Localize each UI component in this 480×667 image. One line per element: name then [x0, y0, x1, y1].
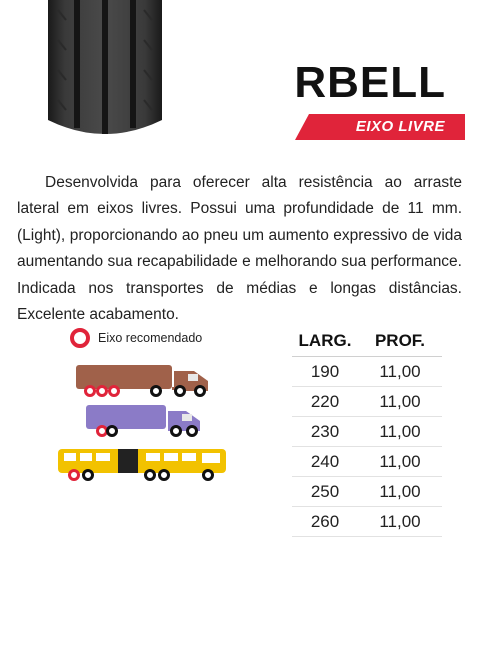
- tire-tread-image: [48, 0, 162, 134]
- table-row: 190 11,00: [292, 356, 442, 387]
- width-cell: 240: [292, 446, 358, 477]
- width-header: LARG.: [292, 326, 358, 357]
- depth-cell: 11,00: [358, 416, 442, 447]
- depth-header: PROF.: [358, 326, 442, 357]
- table-row: 220 11,00: [292, 386, 442, 417]
- legend: Eixo recomendado: [70, 328, 202, 348]
- product-title: RBELL: [294, 58, 446, 107]
- width-cell: 250: [292, 476, 358, 507]
- table-header-row: LARG. PROF.: [292, 326, 442, 357]
- banner-shape: [295, 114, 465, 140]
- depth-cell: 11,00: [358, 356, 442, 387]
- table-row: 260 11,00: [292, 506, 442, 537]
- truck-brown-icon: [76, 365, 208, 397]
- product-description: Desenvolvida para oferecer alta resistên…: [17, 173, 462, 324]
- depth-cell: 11,00: [358, 506, 442, 537]
- table-row: 230 11,00: [292, 416, 442, 447]
- legend-label: Eixo recomendado: [98, 331, 203, 345]
- width-cell: 230: [292, 416, 358, 447]
- width-cell: 220: [292, 386, 358, 417]
- specs-table: LARG. PROF. 190 11,00 220 11,00 230 11,0…: [292, 326, 442, 537]
- width-cell: 190: [292, 356, 358, 387]
- table-row: 250 11,00: [292, 476, 442, 507]
- depth-cell: 11,00: [358, 446, 442, 477]
- width-cell: 260: [292, 506, 358, 537]
- truck-purple-icon: [86, 405, 200, 437]
- axle-type-label: EIXO LIVRE: [355, 118, 445, 135]
- bus-yellow-icon: [58, 449, 226, 481]
- depth-cell: 11,00: [358, 476, 442, 507]
- axle-banner: EIXO LIVRE: [295, 114, 465, 140]
- depth-cell: 11,00: [358, 386, 442, 417]
- recommended-axle-icon: [70, 328, 90, 348]
- table-row: 240 11,00: [292, 446, 442, 477]
